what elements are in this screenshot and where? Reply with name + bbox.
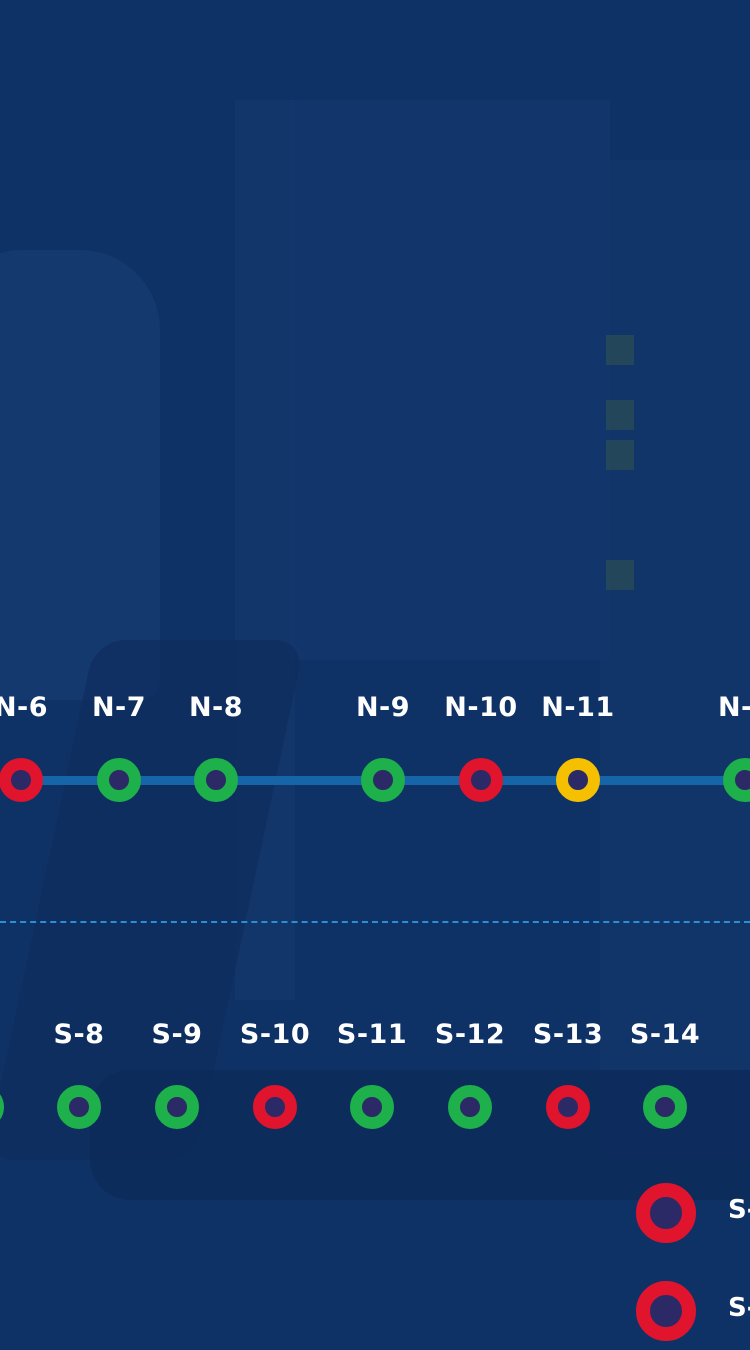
legend-marker-red bbox=[636, 1281, 696, 1341]
station-label: N-10 bbox=[444, 692, 518, 723]
legend-label: S- bbox=[728, 1195, 750, 1225]
station-marker-yellow[interactable] bbox=[556, 758, 600, 802]
station-marker-green[interactable] bbox=[194, 758, 238, 802]
background-bench bbox=[90, 1070, 750, 1200]
station-marker-green[interactable] bbox=[57, 1085, 101, 1129]
station-marker-red[interactable] bbox=[253, 1085, 297, 1129]
station-label: S-14 bbox=[629, 1019, 701, 1050]
background-sticky-note bbox=[606, 335, 634, 365]
row-divider bbox=[0, 921, 750, 923]
station-marker-red[interactable] bbox=[546, 1085, 590, 1129]
station-marker-green[interactable] bbox=[361, 758, 405, 802]
station-marker-red[interactable] bbox=[459, 758, 503, 802]
station-label: N-7 bbox=[91, 692, 147, 723]
background-right-panel bbox=[600, 160, 750, 1160]
station-label: N-1 bbox=[717, 692, 750, 723]
station-label: N-9 bbox=[355, 692, 411, 723]
station-label: S-10 bbox=[239, 1019, 311, 1050]
station-marker-green[interactable] bbox=[350, 1085, 394, 1129]
background-sticky-note bbox=[606, 560, 634, 590]
station-label: S-9 bbox=[151, 1019, 203, 1050]
station-label: N-11 bbox=[541, 692, 615, 723]
station-marker-green[interactable] bbox=[97, 758, 141, 802]
station-marker-green[interactable] bbox=[448, 1085, 492, 1129]
background-sticky-note bbox=[606, 440, 634, 470]
station-label: S-8 bbox=[53, 1019, 105, 1050]
station-marker-green[interactable] bbox=[155, 1085, 199, 1129]
background-whiteboard bbox=[290, 100, 610, 660]
legend-marker-red bbox=[636, 1183, 696, 1243]
station-label: S-12 bbox=[434, 1019, 506, 1050]
station-marker-red[interactable] bbox=[0, 758, 43, 802]
station-marker-green[interactable] bbox=[643, 1085, 687, 1129]
station-label: N-8 bbox=[188, 692, 244, 723]
station-label: N-6 bbox=[0, 692, 49, 723]
station-label: S-11 bbox=[336, 1019, 408, 1050]
legend-label: S- bbox=[728, 1293, 750, 1323]
background-person bbox=[0, 250, 160, 700]
background-sticky-note bbox=[606, 400, 634, 430]
station-label: S-13 bbox=[532, 1019, 604, 1050]
